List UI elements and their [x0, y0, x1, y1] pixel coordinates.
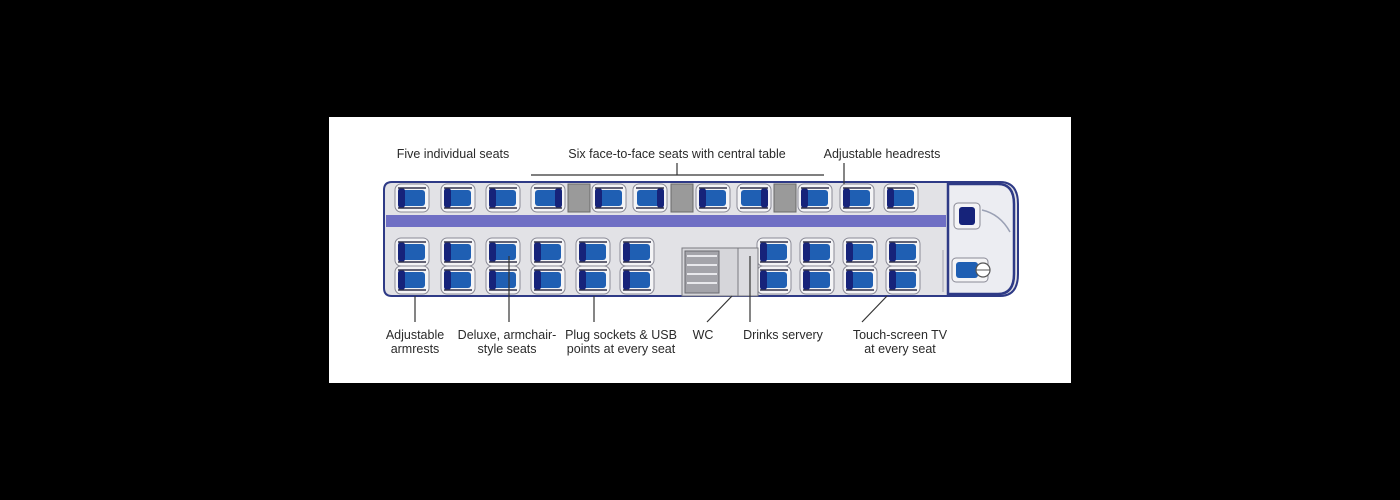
label-plug-line1: Plug sockets & USB [565, 328, 677, 342]
seat-icon [632, 183, 668, 213]
seat-icon [591, 183, 627, 213]
label-adjustable-armrests-line1: Adjustable [385, 328, 445, 342]
label-five-individual-seats: Five individual seats [396, 147, 510, 161]
wc-icon [681, 247, 739, 297]
seat-icon [756, 265, 792, 295]
label-drinks-servery: Drinks servery [743, 328, 823, 342]
label-deluxe-armchair-seats: Deluxe, armchair- style seats [455, 328, 559, 356]
leader-tv [861, 295, 888, 323]
seat-icon [575, 237, 611, 267]
label-six-face-to-face-seats: Six face-to-face seats with central tabl… [568, 147, 786, 161]
label-plug-line2: points at every seat [566, 342, 676, 356]
seat-icon [440, 183, 476, 213]
seat-icon [839, 183, 875, 213]
seat-icon [883, 183, 919, 213]
seat-icon [530, 265, 566, 295]
seat-icon [797, 183, 833, 213]
seat-icon [530, 237, 566, 267]
label-touch-screen-tv: Touch-screen TV at every seat [846, 328, 954, 356]
label-wc: WC [692, 328, 714, 342]
seat-icon [394, 237, 430, 267]
seat-icon [695, 183, 731, 213]
label-deluxe-line1: Deluxe, armchair- [457, 328, 557, 342]
seat-icon [736, 183, 772, 213]
seat-icon [799, 237, 835, 267]
seat-icon [756, 237, 792, 267]
label-plug-sockets-usb: Plug sockets & USB points at every seat [560, 328, 682, 356]
label-adjustable-headrests: Adjustable headrests [823, 147, 941, 161]
seat-icon [799, 265, 835, 295]
table-icon [567, 183, 591, 213]
leader-wc [706, 295, 733, 323]
seats-group [394, 183, 921, 295]
seat-icon [885, 237, 921, 267]
label-deluxe-line2: style seats [477, 342, 537, 356]
seat-icon [575, 265, 611, 295]
drinks-servery-block [737, 247, 759, 297]
label-tv-line2: at every seat [864, 342, 936, 356]
seat-icon [440, 265, 476, 295]
seat-icon [485, 265, 521, 295]
seat-icon [394, 183, 430, 213]
fixtures-group [567, 183, 1011, 297]
label-tv-line1: Touch-screen TV [852, 328, 948, 342]
seat-icon [619, 265, 655, 295]
steering-wheel-icon [975, 262, 991, 278]
seat-icon [440, 237, 476, 267]
table-icon [773, 183, 797, 213]
leader-lines [414, 163, 888, 323]
seat-icon [885, 265, 921, 295]
co-seat-icon [953, 202, 981, 230]
door-line [981, 209, 1011, 233]
seat-icon [842, 265, 878, 295]
table-icon [670, 183, 694, 213]
seat-icon [842, 237, 878, 267]
seat-icon [530, 183, 566, 213]
label-adjustable-armrests-line2: armrests [390, 342, 440, 356]
aisle [386, 215, 946, 227]
seat-icon [619, 237, 655, 267]
seat-icon [394, 265, 430, 295]
label-adjustable-armrests: Adjustable armrests [375, 328, 455, 356]
seat-icon [485, 183, 521, 213]
seat-icon [485, 237, 521, 267]
